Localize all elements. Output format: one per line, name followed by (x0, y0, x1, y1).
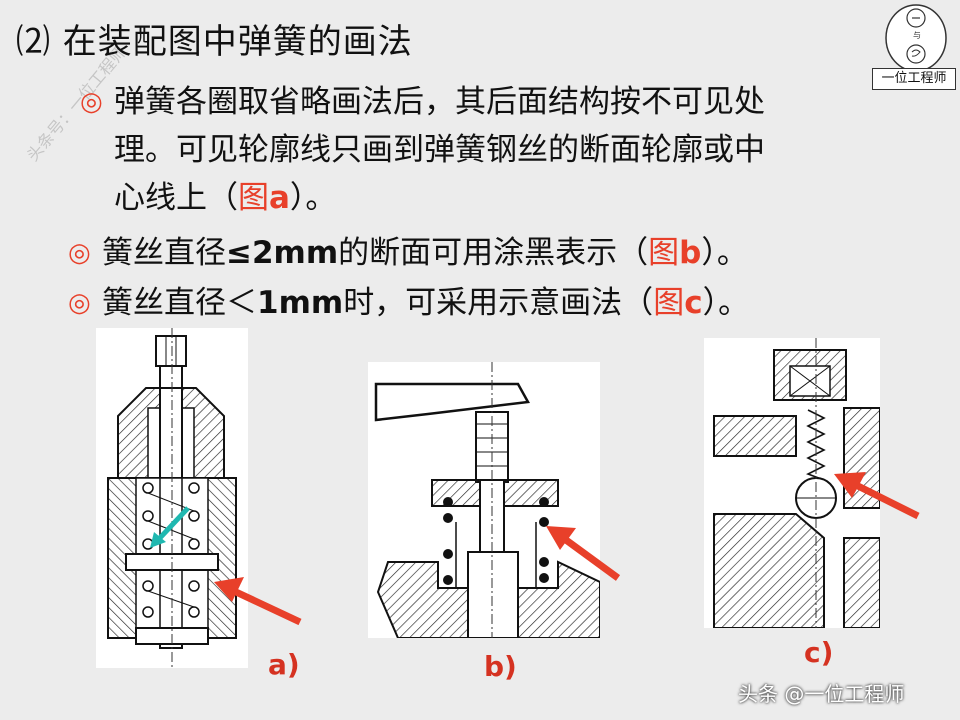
figure-ref-b-prefix: 图 (648, 235, 680, 271)
figure-ref-a-letter: a (269, 180, 290, 216)
arrow-a-icon (214, 577, 302, 626)
bullet-symbol-icon: ◎ (80, 87, 103, 117)
bullet-2-mid: 的断面可用涂黑表示（ (338, 235, 649, 271)
bullet-symbol-icon: ◎ (68, 238, 91, 268)
bullet-3-mid: 时，可采用示意画法（ (343, 285, 654, 321)
bullet-1: ◎ 弹簧各圈取省略画法后，其后面结构按不可见处 理。可见轮廓线只画到弹簧钢丝的断面… (80, 78, 765, 222)
bullet-2-after: ）。 (701, 235, 748, 271)
figure-ref-b-letter: b (679, 235, 702, 271)
bullet-2: ◎ 簧丝直径≤2mm的断面可用涂黑表示（图b）。 (68, 230, 748, 276)
footer-watermark: 头条 @一位工程师 (738, 682, 905, 706)
figure-c-label: c) (804, 636, 834, 669)
arrow-c-icon (834, 472, 920, 520)
figure-a-label: a) (268, 648, 300, 681)
figure-b-label: b) (484, 650, 517, 683)
figure-a-drawing (96, 328, 248, 668)
bullet-1-after: ）。 (289, 180, 337, 216)
bullet-2-bold: ≤2mm (226, 235, 339, 271)
logo-text: 一位工程师 (872, 68, 956, 90)
figure-b-drawing (368, 362, 601, 661)
figure-c-drawing (704, 338, 881, 629)
bullet-3: ◎ 簧丝直径＜1mm时，可采用示意画法（图c）。 (68, 280, 749, 326)
bullet-2-pre: 簧丝直径 (102, 235, 226, 271)
bullet-3-after: ）。 (702, 285, 750, 321)
bullet-3-pre: 簧丝直径＜ (102, 285, 257, 321)
bullet-1-line-2: 理。可见轮廓线只画到弹簧钢丝的断面轮廓或中 (114, 132, 765, 168)
logo: 与 (876, 2, 956, 86)
svg-text:与: 与 (913, 31, 921, 40)
bullet-1-line-3: 心线上（ (114, 180, 238, 216)
bullet-symbol-icon: ◎ (68, 288, 91, 318)
figure-ref-a-prefix: 图 (238, 180, 269, 216)
logo-seal-icon: 与 (885, 4, 947, 72)
figure-ref-c-prefix: 图 (653, 285, 685, 321)
arrow-b-icon (546, 526, 621, 581)
bullet-1-line-1: 弹簧各圈取省略画法后，其后面结构按不可见处 (114, 84, 765, 120)
slide-title: ⑵ 在装配图中弹簧的画法 (16, 22, 413, 62)
bullet-3-bold: 1mm (257, 285, 344, 321)
figure-ref-c-letter: c (684, 285, 703, 321)
